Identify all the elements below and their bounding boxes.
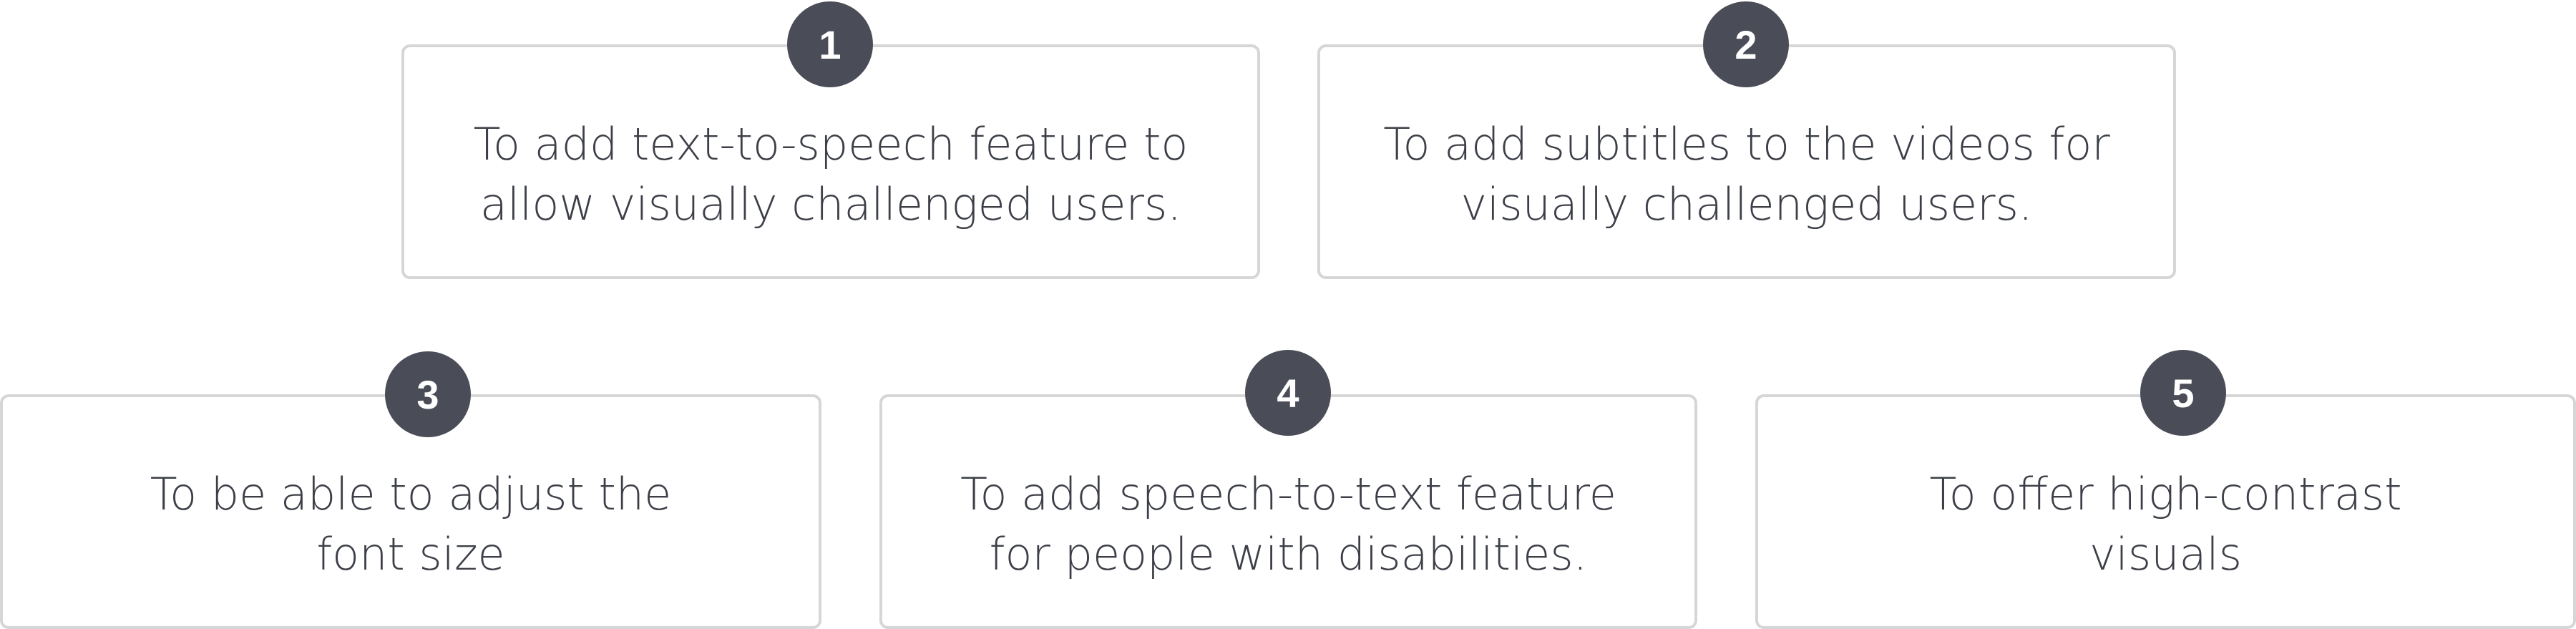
number-badge-4: 4 <box>1245 350 1331 436</box>
number-badge-3: 3 <box>385 351 471 437</box>
feature-card-2-text: To add subtitles to the videos for visua… <box>1383 118 2110 230</box>
feature-card-3-text: To be able to adjust the font size <box>150 468 672 580</box>
number-badge-5: 5 <box>2140 350 2226 436</box>
feature-card-5: To offer high-contrast visuals <box>1755 394 2576 629</box>
feature-card-4-text: To add speech-to-text feature for people… <box>960 468 1616 580</box>
feature-card-1-text: To add text-to-speech feature to allow v… <box>473 118 1189 230</box>
number-badge-2: 2 <box>1703 1 1789 87</box>
feature-card-5-text: To offer high-contrast visuals <box>1929 468 2402 580</box>
number-badge-1: 1 <box>787 1 873 87</box>
